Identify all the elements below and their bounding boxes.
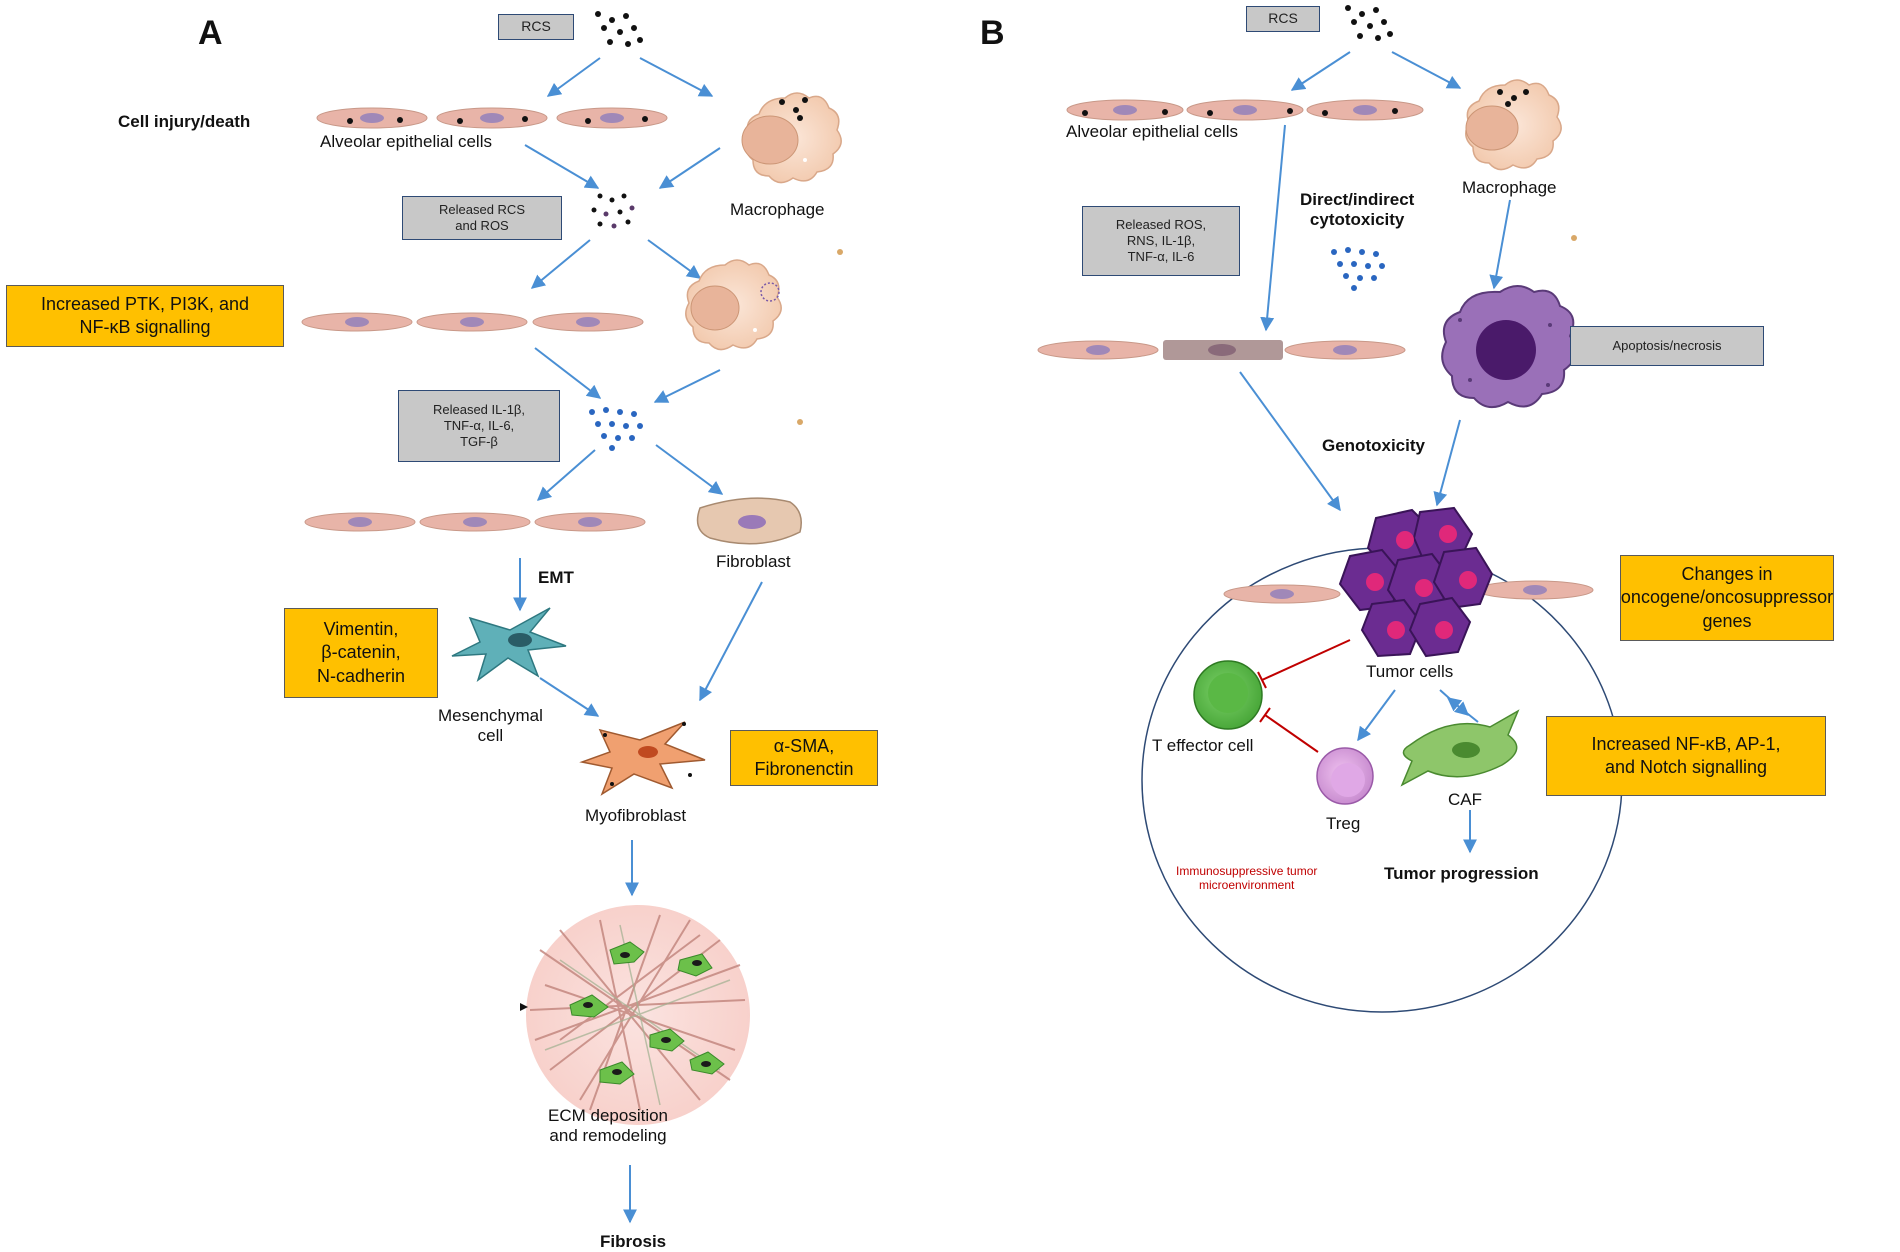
fibrosis-label: Fibrosis xyxy=(600,1232,667,1251)
rcs-particles-b xyxy=(1345,5,1393,41)
markers-box: Vimentin, β-catenin, N-cadherin xyxy=(284,608,438,698)
signalling-box-a: Increased PTK, PI3K, and NF-κB signallin… xyxy=(6,285,284,347)
macrophage-label-a: Macrophage xyxy=(730,200,825,219)
panel-a-letter: A xyxy=(198,14,223,52)
apoptosis-box: Apoptosis/necrosis xyxy=(1570,326,1764,366)
epithelial-row-b-top xyxy=(1066,99,1424,121)
tumor-cells-cluster xyxy=(1338,506,1494,658)
myofibroblast-label: Myofibroblast xyxy=(585,806,687,825)
particle-dot xyxy=(797,419,803,425)
macrophage-a-inflammasome xyxy=(685,259,782,351)
released-rcs-ros-box: Released RCS and ROS xyxy=(402,196,562,240)
caf-label: CAF xyxy=(1448,790,1482,809)
cytotoxicity-label: Direct/indirect cytotoxicity xyxy=(1300,190,1415,230)
released-box-b: Released ROS, RNS, IL-1β, TNF-α, IL-6 xyxy=(1082,206,1240,276)
immunosuppressive-label: Immunosuppressive tumor microenvironment xyxy=(1176,864,1318,893)
arrows-b xyxy=(1239,51,1511,854)
tumor-progression-label: Tumor progression xyxy=(1384,864,1539,883)
epithelial-row-3 xyxy=(304,512,646,532)
apoptotic-macrophage xyxy=(1441,285,1577,409)
released-cytokines-box: Released IL-1β, TNF-α, IL-6, TGF-β xyxy=(398,390,560,462)
sma-box: α-SMA, Fibronenctin xyxy=(730,730,878,786)
signalling-box-b: Increased NF-κB, AP-1, and Notch signall… xyxy=(1546,716,1826,796)
epithelial-row-2 xyxy=(301,312,644,332)
panel-b-letter: B xyxy=(980,14,1005,52)
arrows-a xyxy=(513,57,763,1224)
treg-label: Treg xyxy=(1326,814,1361,833)
alveolar-label-a: Alveolar epithelial cells xyxy=(320,132,492,151)
rcs-box-a: RCS xyxy=(498,14,574,40)
genes-box: Changes in oncogene/oncosuppressor genes xyxy=(1620,555,1834,641)
released-particles-a xyxy=(591,193,635,229)
fibroblast-label: Fibroblast xyxy=(716,552,791,571)
particle-dot xyxy=(1571,235,1577,241)
macrophage-b xyxy=(1465,79,1562,171)
inhibition-lines xyxy=(1257,639,1351,753)
myofibroblast-cell xyxy=(579,721,706,796)
epithelial-row-b-tumor xyxy=(1223,580,1594,604)
rcs-box-b: RCS xyxy=(1246,6,1320,32)
fibroblast-cell xyxy=(696,497,802,545)
macrophage-label-b: Macrophage xyxy=(1462,178,1557,197)
cell-injury-label: Cell injury/death xyxy=(118,112,251,131)
emt-label: EMT xyxy=(538,568,574,587)
ecm-label: ECM deposition and remodeling xyxy=(548,1106,669,1146)
cytokine-dots-b xyxy=(1331,247,1385,291)
epithelial-row-1 xyxy=(316,107,668,129)
cytokine-dots-a xyxy=(589,407,643,451)
caf-cell xyxy=(1400,709,1520,787)
epithelial-row-b-damaged xyxy=(1037,340,1406,360)
t-effector-cell xyxy=(1193,660,1263,730)
treg-cell xyxy=(1316,747,1374,805)
alveolar-label-b: Alveolar epithelial cells xyxy=(1066,122,1238,141)
t-effector-label: T effector cell xyxy=(1152,736,1254,755)
rcs-particles-a xyxy=(595,11,643,47)
tumor-cells-label: Tumor cells xyxy=(1366,662,1454,681)
ecm-network xyxy=(520,905,750,1125)
genotoxicity-label: Genotoxicity xyxy=(1322,436,1425,455)
mesenchymal-label: Mesenchymal cell xyxy=(438,706,543,746)
particle-dot xyxy=(837,249,843,255)
mesenchymal-cell xyxy=(451,607,567,682)
macrophage-a-top xyxy=(741,92,842,184)
